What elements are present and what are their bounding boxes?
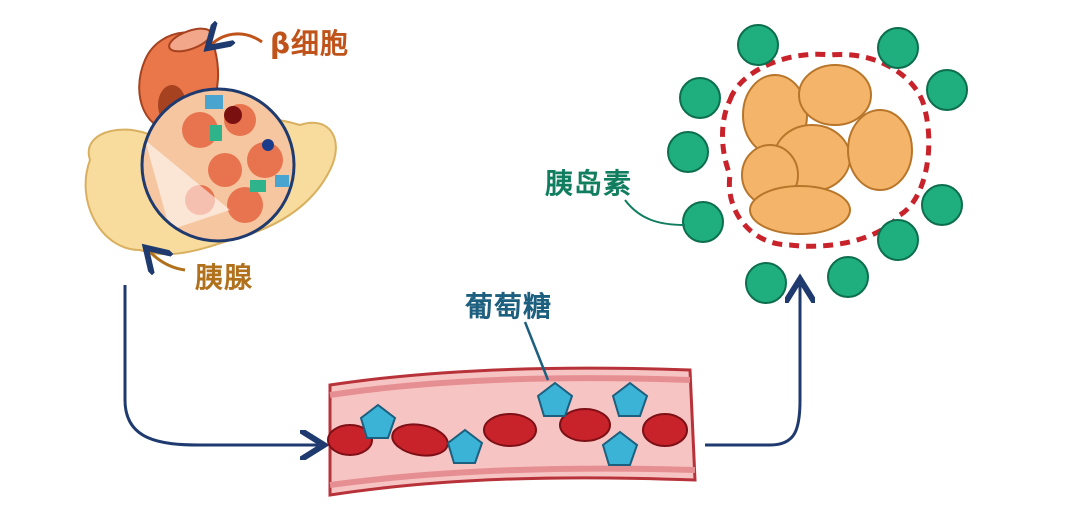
- target-cells: [720, 51, 932, 249]
- cell-closeup: [140, 87, 296, 243]
- insulin-molecules: [667, 24, 968, 304]
- beta-cell-pointer: [212, 34, 263, 44]
- glucose-molecules: [359, 381, 649, 466]
- pancreas-label: 胰腺: [195, 261, 254, 294]
- blood-vessel: [327, 366, 697, 497]
- glucose-pointer: [523, 321, 550, 381]
- pancreas-pointer: [150, 252, 186, 270]
- insulin-label: 胰岛素: [545, 167, 633, 200]
- glucose-label: 葡萄糖: [465, 290, 553, 323]
- beta-cell-label: β细胞: [270, 27, 350, 60]
- flow-arrow-to-vessel: [123, 285, 318, 445]
- insulin-pointer: [624, 199, 686, 226]
- flow-arrow-to-insulin: [705, 285, 800, 447]
